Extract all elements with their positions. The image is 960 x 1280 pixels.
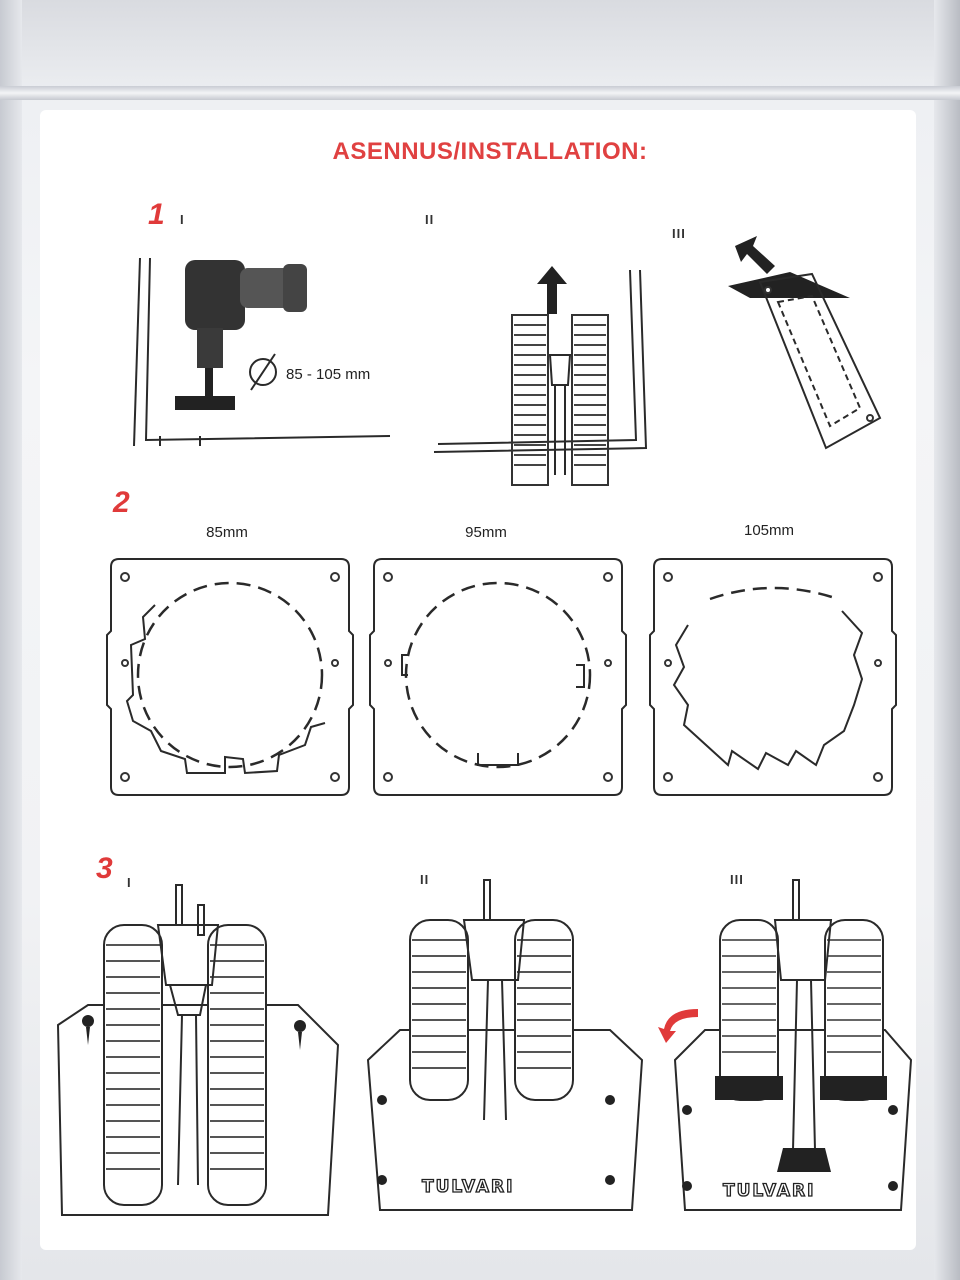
brand-label-1: TULVARI [422, 1177, 514, 1197]
mounting-plate-85 [106, 558, 354, 796]
arrow-up-icon [537, 266, 567, 314]
zip-seal [0, 86, 960, 100]
box-assembly-1 [56, 884, 340, 1216]
mounting-plate-95 [369, 558, 627, 796]
step-2-number: 2 [113, 486, 130, 519]
step-3-sub-2: II [420, 872, 430, 887]
arrow-up-icon-2 [735, 236, 775, 274]
wall-outline-2 [433, 269, 648, 453]
box-assembly-2: TULVARI [366, 879, 644, 1211]
step-1-sub-1: I [180, 212, 185, 227]
size-label-105: 105mm [743, 522, 795, 539]
page-title: ASENNUS/INSTALLATION: [332, 138, 648, 165]
step-1-sub-3: III [672, 226, 686, 241]
wall-outline-1 [133, 257, 391, 447]
step-1-number: 1 [148, 198, 165, 231]
mounting-plate-tilted [728, 272, 882, 450]
rotate-arrow-icon [658, 1009, 698, 1043]
drill-icon [175, 260, 307, 410]
bag-edge-left [0, 0, 22, 1280]
step-3-number: 3 [96, 852, 113, 885]
size-label-85: 85mm [206, 524, 248, 541]
step-3-sub-3: III [730, 872, 744, 887]
diameter-icon [249, 353, 277, 391]
bag-edge-right [934, 0, 960, 1280]
screw-icon [82, 1015, 94, 1045]
screw-icon-2 [294, 1020, 306, 1050]
mounting-plate-105 [649, 558, 897, 796]
box-assembly-3: TULVARI [673, 879, 913, 1211]
size-label-95: 95mm [465, 524, 507, 541]
step-1-sub-2: II [425, 212, 435, 227]
drill-size-label: 85 - 105 mm [286, 366, 371, 383]
conduit-pair-1 [511, 314, 609, 486]
step-3-sub-1: I [127, 875, 132, 890]
brand-label-2: TULVARI [723, 1181, 815, 1201]
